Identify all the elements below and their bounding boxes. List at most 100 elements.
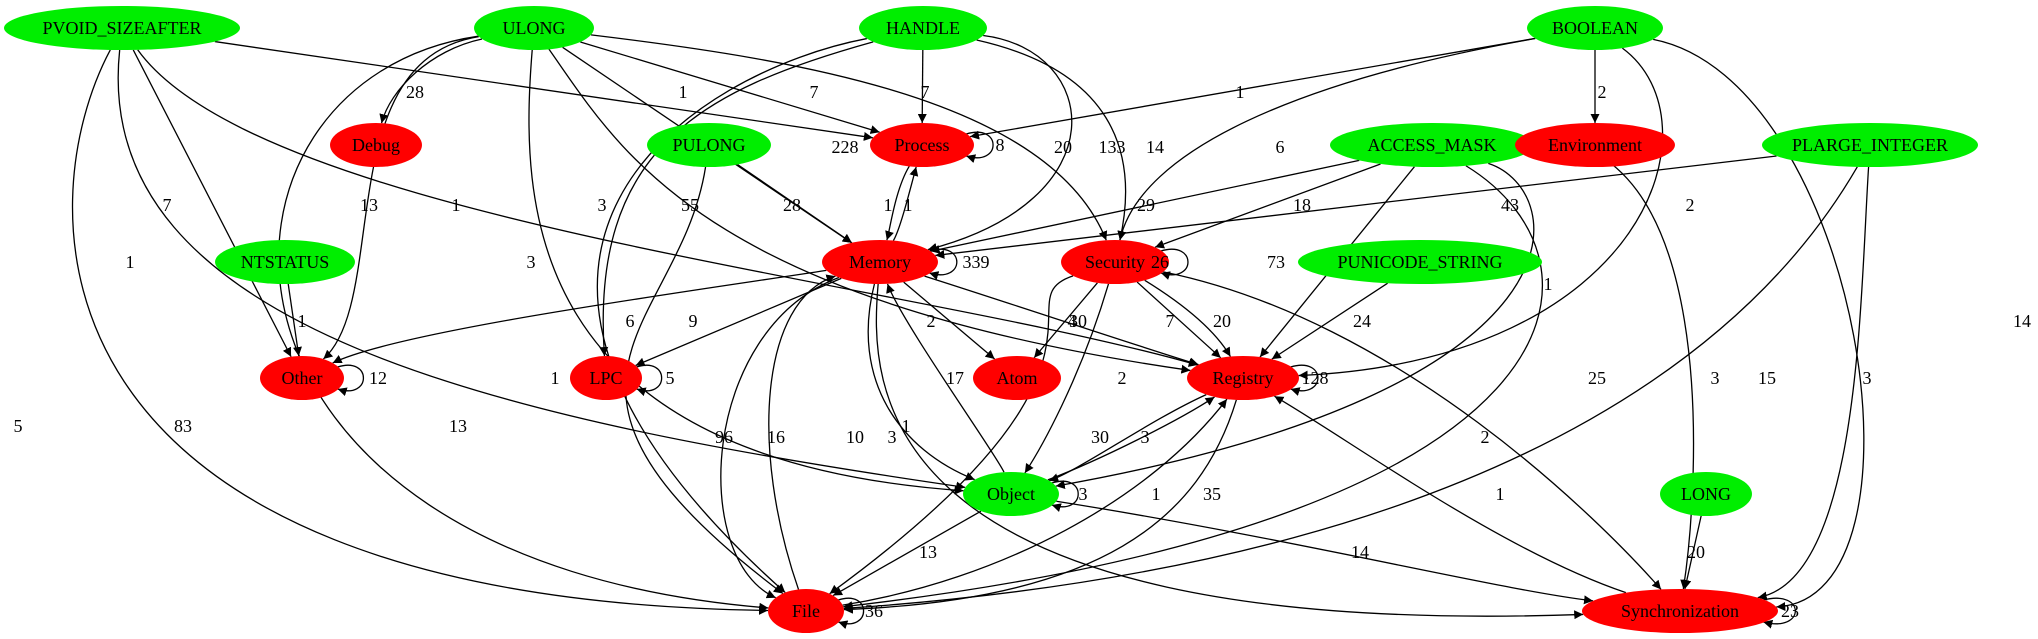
edge-long-to-synchronization: [1682, 515, 1702, 590]
edge-label-object-to-memory: 17: [946, 368, 964, 388]
node-label-ntstatus: NTSTATUS: [241, 252, 330, 272]
edge-label-pvoid-sizeafter-to-object: 1: [126, 252, 135, 272]
node-shape-pulong: [647, 123, 771, 167]
node-shape-access-mask: [1330, 123, 1534, 167]
node-label-registry: Registry: [1213, 368, 1274, 388]
edge-ulong-to-debug: [379, 38, 483, 124]
node-label-access-mask: ACCESS_MASK: [1367, 135, 1496, 155]
edge-boolean-to-security: [1117, 37, 1536, 241]
edge-label-memory-to-object: 1: [902, 416, 911, 436]
node-shape-ntstatus: [215, 240, 355, 284]
edge-label-ulong-to-file: 83: [174, 416, 192, 436]
edge-plarge-integer-to-synchronization: [1757, 166, 1870, 601]
node-shape-memory: [822, 240, 938, 284]
node-label-debug: Debug: [352, 135, 400, 155]
edge-label-boolean-to-process: 1: [1236, 82, 1245, 102]
edge-label-memory-to-process: 1: [904, 195, 913, 215]
edge-label-handle-to-lpc: 3: [598, 195, 607, 215]
edge-lpc-to-lpc: [636, 364, 663, 397]
node-shape-debug: [330, 123, 422, 167]
edge-label-access-mask-to-object: 1: [1544, 274, 1553, 294]
node-shape-object: [963, 472, 1059, 516]
edge-label-memory-to-memory: 339: [963, 252, 990, 272]
node-shape-long: [1660, 472, 1752, 516]
edge-label-ulong-to-debug: 28: [406, 82, 424, 102]
edge-ulong-to-process: [580, 41, 880, 134]
edge-pvoid-sizeafter-to-object: [117, 49, 966, 491]
node-shape-file: [768, 589, 844, 633]
edge-access-mask-to-synchronization: [1531, 139, 1695, 590]
edge-object-to-synchronization: [1056, 500, 1594, 605]
node-registry: Registry: [1187, 356, 1299, 400]
node-shape-punicode-string: [1298, 240, 1542, 284]
node-access-mask: ACCESS_MASK: [1330, 123, 1534, 167]
edge-label-other-to-other: 12: [369, 368, 387, 388]
edge-label-boolean-to-security: 6: [1276, 137, 1285, 157]
node-other: Other: [260, 356, 344, 400]
node-label-handle: HANDLE: [886, 18, 960, 38]
edge-label-security-to-file: 10: [846, 427, 864, 447]
node-label-pulong: PULONG: [672, 135, 745, 155]
node-shape-environment: [1515, 123, 1675, 167]
edge-label-object-to-object: 3: [1079, 484, 1088, 504]
edge-label-registry-to-file: 35: [1203, 484, 1221, 504]
edge-label-object-to-synchronization: 14: [1351, 542, 1369, 562]
edge-label-ulong-to-security: 20: [1054, 137, 1072, 157]
edge-label-boolean-to-environment: 2: [1598, 82, 1607, 102]
edge-label-access-mask-to-memory: 29: [1137, 195, 1155, 215]
edge-label-ulong-to-registry: 55: [681, 195, 699, 215]
edge-label-synchronization-to-synchronization: 23: [1781, 601, 1799, 621]
edge-ulong-to-other: [322, 36, 479, 360]
edge-label-memory-to-synchronization: 3: [888, 427, 897, 447]
edge-pvoid-sizeafter-to-other: [132, 49, 292, 358]
edge-label-pvoid-sizeafter-to-file: 5: [14, 416, 23, 436]
edge-label-memory-to-other: 6: [626, 311, 635, 331]
edge-label-pvoid-sizeafter-to-other: 7: [163, 195, 172, 215]
edge-process-to-process: [966, 131, 994, 163]
edge-label-security-to-object: 2: [1118, 368, 1127, 388]
edge-label-access-mask-to-file: 25: [1588, 368, 1606, 388]
node-plarge-integer: PLARGE_INTEGER: [1762, 123, 1978, 167]
edge-label-plarge-integer-to-synchronization: 3: [1863, 368, 1872, 388]
edge-label-access-mask-to-registry: 73: [1267, 252, 1285, 272]
node-long: LONG: [1660, 472, 1752, 516]
node-label-long: LONG: [1681, 484, 1731, 504]
edge-label-security-to-security: 26: [1151, 252, 1169, 272]
edge-label-boolean-to-registry: 2: [1686, 195, 1695, 215]
edge-label-file-to-registry: 1: [1152, 484, 1161, 504]
edge-memory-to-memory: [929, 248, 958, 280]
node-shape-boolean: [1527, 6, 1663, 50]
edge-security-to-atom: [1033, 282, 1098, 359]
edge-handle-to-process: [917, 49, 927, 124]
node-label-environment: Environment: [1548, 135, 1642, 155]
edge-label-access-mask-to-security: 18: [1293, 195, 1311, 215]
edge-label-handle-to-process: 7: [921, 82, 930, 102]
edge-ulong-to-file: [278, 35, 769, 612]
edge-ulong-to-security: [590, 34, 1108, 241]
node-shape-process: [870, 123, 974, 167]
node-label-file: File: [792, 601, 820, 621]
edge-plarge-integer-to-memory: [935, 155, 1777, 259]
edge-boolean-to-process: [969, 37, 1536, 140]
edge-handle-to-file: [596, 37, 867, 594]
edge-label-security-to-registry: 20: [1213, 311, 1231, 331]
edge-pulong-to-file: [625, 166, 784, 595]
node-label-atom: Atom: [996, 368, 1037, 388]
edge-label-security-to-atom: 4: [1068, 311, 1077, 331]
edge-process-to-memory: [885, 165, 910, 241]
node-label-object: Object: [987, 484, 1035, 504]
edge-plarge-integer-to-file: [843, 166, 1858, 613]
node-shape-handle: [859, 6, 987, 50]
edge-memory-to-synchronization: [875, 283, 1584, 620]
node-lpc: LPC: [570, 356, 642, 400]
edge-label-process-to-memory: 1: [884, 195, 893, 215]
node-atom: Atom: [973, 356, 1061, 400]
edge-registry-to-object: [1049, 394, 1207, 482]
edge-security-to-object: [1024, 283, 1110, 474]
edge-label-plarge-integer-to-file: 3: [1711, 368, 1720, 388]
edge-object-to-memory: [886, 283, 1005, 473]
edge-registry-to-file: [843, 399, 1238, 614]
edge-handle-to-memory: [927, 34, 1073, 252]
edge-label-handle-to-security: 14: [1146, 137, 1164, 157]
